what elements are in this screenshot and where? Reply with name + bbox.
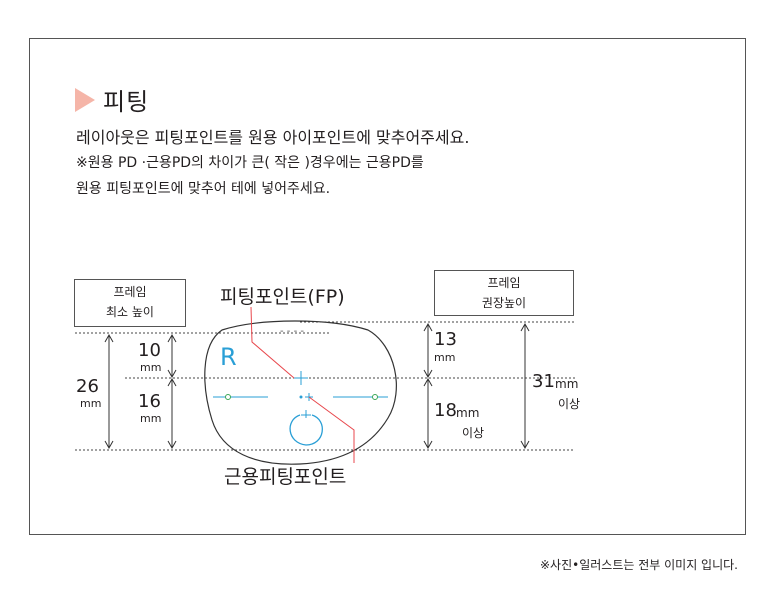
total-value-left: 26 <box>76 376 99 397</box>
near-zone-circle <box>289 414 323 446</box>
upper-value-right: 13 <box>434 329 457 350</box>
total-unit-right: mm <box>555 377 579 391</box>
lower-value-right: 18 <box>434 400 457 421</box>
content-frame <box>29 38 746 535</box>
frame-min-height-box: 프레임 최소 높이 <box>74 279 186 327</box>
center-dot-icon <box>299 395 303 399</box>
footnote: ※사진•일러스트는 전부 이미지 입니다. <box>540 558 738 572</box>
left-box-line-1: 프레임 <box>113 285 147 299</box>
near-fp-label: 근용피팅포인트 <box>224 466 347 488</box>
lens-side-label: R <box>220 343 237 371</box>
left-box-line-2: 최소 높이 <box>106 305 154 319</box>
lower-value-left: 16 <box>138 391 161 412</box>
total-note-right: 이상 <box>558 397 581 411</box>
fp-label: 피팅포인트(FP) <box>220 286 345 308</box>
right-marker-icon <box>372 394 378 400</box>
lens-top-marks: - - - - <box>280 326 304 337</box>
lower-unit-left: mm <box>140 412 162 425</box>
section-title: 피팅 <box>103 88 150 116</box>
fp-leader-line <box>250 306 295 379</box>
upper-value-left: 10 <box>138 340 161 361</box>
lens-outline <box>204 320 397 465</box>
frame-recommended-height-box: 프레임 권장높이 <box>434 270 574 316</box>
description-line-1: 레이아웃은 피팅포인트를 원용 아이포인트에 맞추어주세요. <box>76 128 470 147</box>
upper-unit-right: mm <box>434 351 456 364</box>
lower-unit-right: mm <box>456 406 480 420</box>
triangle-bullet-icon <box>75 87 95 112</box>
total-unit-left: mm <box>80 397 102 410</box>
section-heading: 피팅 <box>75 82 149 117</box>
right-box-line-1: 프레임 <box>487 276 521 290</box>
lower-note-right: 이상 <box>462 426 485 440</box>
total-value-right: 31 <box>532 371 555 392</box>
description-line-2: ※원용 PD ·근용PD의 차이가 큰( 작은 )경우에는 근용PD를 <box>76 155 424 171</box>
description-line-3: 원용 피팅포인트에 맞추어 테에 넣어주세요. <box>76 181 331 197</box>
left-marker-icon <box>225 394 231 400</box>
right-box-line-2: 권장높이 <box>481 296 527 310</box>
near-fp-leader-line <box>308 396 355 463</box>
upper-unit-left: mm <box>140 361 162 374</box>
